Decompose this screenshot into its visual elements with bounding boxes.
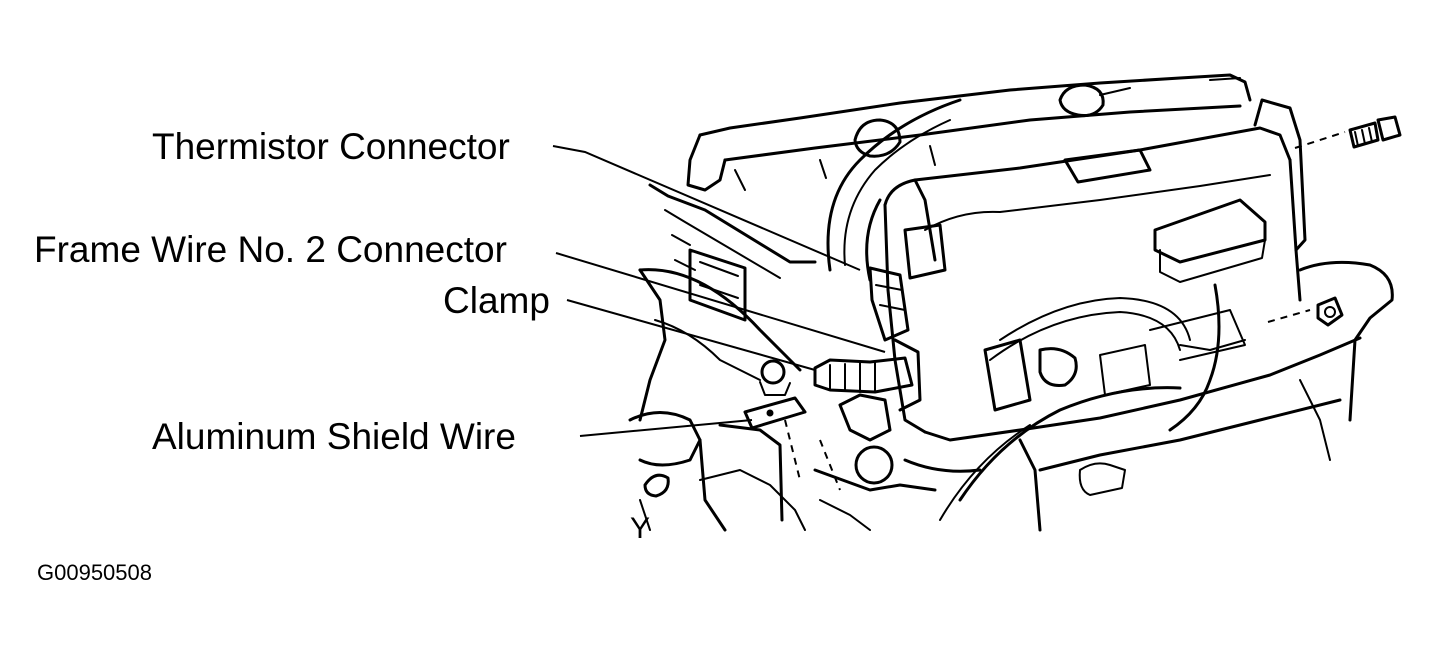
thermistor-leader (552, 145, 861, 271)
lower-frame-rail (923, 260, 1394, 532)
right-bracket-block (1153, 198, 1267, 283)
callout-aluminum-shield-wire: Aluminum Shield Wire (152, 416, 516, 457)
clamp-leader (566, 299, 816, 371)
wire-harness (826, 98, 1246, 521)
frame-wire-leader (555, 252, 886, 353)
aluminum-shield-leader (579, 419, 753, 437)
corner-mark-y: Y (630, 512, 650, 545)
figure-id: G00950508 (37, 560, 152, 585)
bolt-top-right (1348, 115, 1402, 149)
connector-cluster (759, 266, 922, 485)
assembly-guide-lines (784, 131, 1346, 491)
upper-frame-bracket (686, 73, 1252, 192)
callout-thermistor-connector: Thermistor Connector (152, 126, 510, 167)
aluminum-shield-strap (743, 396, 807, 430)
callout-clamp: Clamp (443, 280, 550, 321)
lower-left-engine-parts (628, 411, 937, 532)
nut-right (1316, 296, 1344, 327)
callout-leaders (552, 145, 886, 437)
callout-frame-wire-no2-connector: Frame Wire No. 2 Connector (34, 229, 507, 270)
rear-housing-plate (638, 183, 817, 422)
